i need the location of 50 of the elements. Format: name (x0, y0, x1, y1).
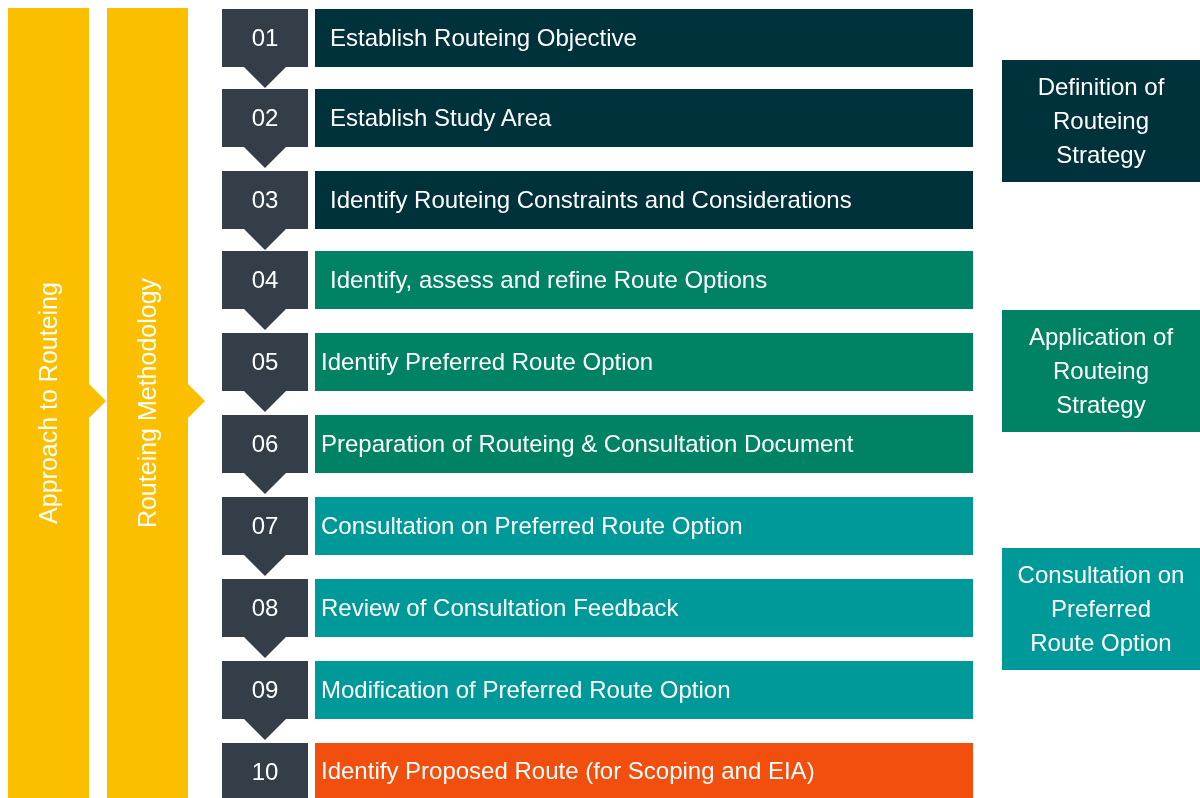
step-number-tab (222, 661, 308, 740)
chevron-band (8, 8, 106, 798)
step-number-tab (222, 579, 308, 658)
step-bar (315, 171, 973, 229)
step-number: 09 (251, 676, 279, 704)
step-label: Identify, assess and refine Route Options (330, 266, 768, 294)
step-number-tab (222, 333, 308, 412)
step-bar (315, 743, 973, 798)
step-number: 02 (251, 104, 279, 132)
step-number-tab (222, 497, 308, 576)
step-number: 01 (251, 24, 279, 52)
step-label: Establish Study Area (330, 104, 552, 132)
step-bar (315, 9, 973, 67)
step-label: Identify Routeing Constraints and Considerations (330, 186, 852, 214)
phase-label: Definition of Routeing Strategy (1036, 72, 1166, 170)
step-number: 05 (251, 348, 279, 376)
phase-box (1002, 310, 1200, 432)
step-number: 04 (251, 266, 279, 294)
step-number: 06 (251, 430, 279, 458)
step-label: Identify Proposed Route (for Scoping and EIA) (321, 756, 815, 785)
step-label: Identify Preferred Route Option (321, 348, 654, 376)
phase-box (1002, 548, 1200, 670)
band-label: Routeing Methodology (132, 277, 162, 529)
step-number: 10 (251, 758, 279, 786)
step-bar (315, 89, 973, 147)
step-bar (315, 579, 973, 637)
step-bar (315, 661, 973, 719)
step-label: Preparation of Routeing & Consultation Document (321, 430, 854, 458)
band-label: Approach to Routeing (33, 282, 63, 524)
phase-label: Consultation on Preferred Route Option (1017, 560, 1185, 658)
step-label: Review of Consultation Feedback (321, 594, 679, 622)
step-number: 07 (251, 512, 279, 540)
step-label: Modification of Preferred Route Option (321, 676, 731, 704)
step-number-tab (222, 415, 308, 494)
step-bar (315, 497, 973, 555)
step-number-tab (222, 9, 308, 88)
step-bar (315, 415, 973, 473)
phase-box (1002, 60, 1200, 182)
step-number: 08 (251, 594, 279, 622)
step-bar (315, 251, 973, 309)
step-number-tab (222, 251, 308, 330)
step-number-tab (222, 171, 308, 250)
step-number-tab (222, 89, 308, 168)
step-number: 03 (251, 186, 279, 214)
step-label: Consultation on Preferred Route Option (321, 512, 743, 540)
step-number-tab (222, 743, 308, 798)
phase-label: Application of Routeing Strategy (1027, 322, 1175, 420)
step-label: Establish Routeing Objective (330, 24, 637, 52)
step-bar (315, 333, 973, 391)
chevron-band (107, 8, 205, 798)
